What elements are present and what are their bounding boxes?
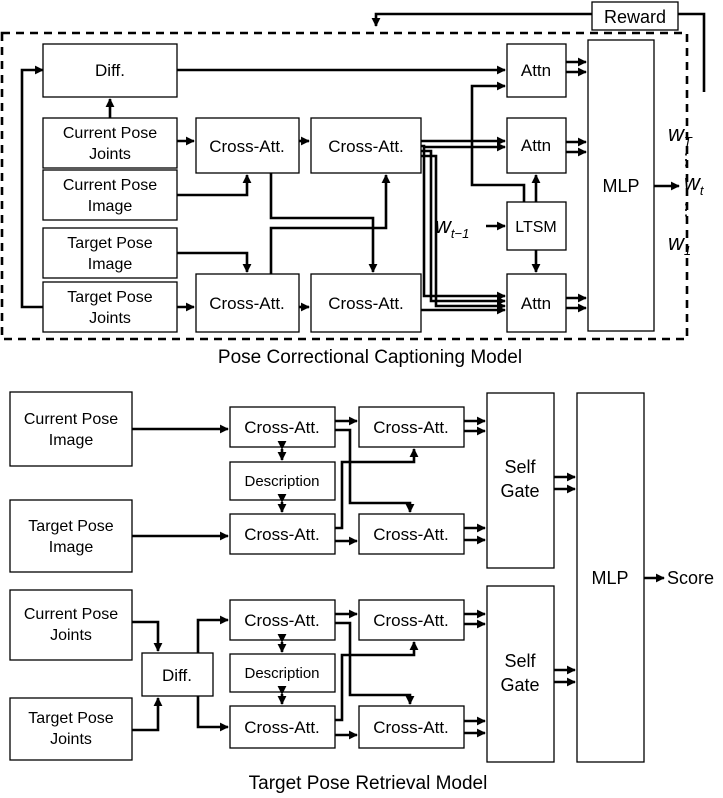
attn-box-1-label: Attn [521,61,551,80]
top-cross-att-1: Cross-Att. [195,117,300,174]
top-cross-att-3: Cross-Att. [195,273,300,333]
top-cross-att-4-label: Cross-Att. [328,294,404,313]
self-gate-1-line2: Gate [500,481,539,501]
target-pose-joints-line1: Target Pose [67,289,152,306]
retrieval-connectors [132,416,665,740]
current-pose-image-line2: Image [88,198,133,215]
target-pose-joints-box: Target Pose Joints [42,281,178,333]
ret-cross-att-2-label: Cross-Att. [373,418,449,437]
current-pose-joints-line1: Current Pose [63,125,157,142]
captioning-model-frame [0,31,689,341]
ret-current-pose-joints-box: Current Pose Joints [9,589,133,661]
current-pose-image-box: Current Pose Image [42,169,178,221]
ret-cross-att-7-label: Cross-Att. [244,718,320,737]
top-cross-att-2-label: Cross-Att. [328,137,404,156]
ret-diff-label: Diff. [162,666,192,685]
ret-cross-att-6-label: Cross-Att. [373,611,449,630]
reward-feed-line [678,12,706,92]
ret-cross-att-3-label: Cross-Att. [244,525,320,544]
self-gate-box-1: Self Gate [486,392,555,569]
ret-cross-att-8-label: Cross-Att. [373,718,449,737]
description-box-1-label: Description [244,473,319,490]
retrieval-model-caption: Target Pose Retrieval Model [249,773,488,794]
attn-box-3-label: Attn [521,294,551,313]
captioning-model-caption: Pose Correctional Captioning Model [218,347,522,368]
self-gate-2-line2: Gate [500,675,539,695]
lstm-box: LTSM [506,201,567,251]
captioning-connectors [20,57,680,315]
word-t-label: wt [684,170,705,198]
top-diff-label: Diff. [95,61,125,80]
ret-cross-att-1-label: Cross-Att. [244,418,320,437]
ret-current-pose-image-box: Current Pose Image [9,391,133,467]
attn-box-3: Attn [506,273,567,333]
ret-mlp-box: MLP [576,392,645,763]
reward-box: Reward [591,1,679,31]
ret-current-pose-image-line2: Image [49,432,94,449]
lstm-label: LTSM [515,219,556,236]
ret-target-pose-image-line2: Image [49,539,94,556]
ret-target-pose-joints-line2: Joints [50,731,92,748]
ret-cross-att-1: Cross-Att. [229,406,336,448]
ret-current-pose-image-line1: Current Pose [24,411,118,428]
top-mlp-box: MLP [587,39,655,332]
ret-cross-att-8: Cross-Att. [358,705,465,749]
top-cross-att-1-label: Cross-Att. [209,137,285,156]
current-pose-joints-box: Current Pose Joints [42,117,178,169]
ret-cross-att-4-label: Cross-Att. [373,525,449,544]
self-gate-box-2: Self Gate [486,585,555,763]
target-pose-image-box: Target Pose Image [42,227,178,279]
target-pose-image-line2: Image [88,256,133,273]
ret-diff-box: Diff. [141,652,214,697]
ret-cross-att-2: Cross-Att. [358,406,465,448]
ret-cross-att-7: Cross-Att. [229,705,336,749]
ret-target-pose-joints-box: Target Pose Joints [9,697,133,761]
score-label: Score [667,568,714,588]
ret-cross-att-4: Cross-Att. [358,513,465,555]
ret-mlp-label: MLP [591,568,628,588]
ellipsis-upper: ⋮ [678,152,694,169]
ret-target-pose-joints-line1: Target Pose [28,710,113,727]
word-T-label: wT [668,121,693,149]
ret-target-pose-image-box: Target Pose Image [9,499,133,573]
self-gate-1-line1: Self [504,457,536,477]
top-cross-att-3-label: Cross-Att. [209,294,285,313]
top-cross-att-4: Cross-Att. [310,273,422,333]
ret-cross-att-5: Cross-Att. [229,599,336,641]
attn-box-1: Attn [506,43,567,98]
description-box-2-label: Description [244,665,319,682]
attn-box-2: Attn [506,117,567,174]
ret-current-pose-joints-line2: Joints [50,627,92,644]
prev-word-label: wt−1 [435,213,469,241]
description-box-1: Description [229,461,336,501]
current-pose-joints-line2: Joints [89,146,131,163]
ret-cross-att-6: Cross-Att. [358,599,465,641]
reward-return-arrow [371,12,592,27]
attn-box-2-label: Attn [521,136,551,155]
target-pose-image-line1: Target Pose [67,235,152,252]
ret-cross-att-3: Cross-Att. [229,513,336,555]
word-1-label: w1 [668,230,691,258]
self-gate-2-line1: Self [504,651,536,671]
ret-target-pose-image-line1: Target Pose [28,518,113,535]
ret-current-pose-joints-line1: Current Pose [24,606,118,623]
description-box-2: Description [229,653,336,693]
ellipsis-lower: ⋮ [678,202,694,219]
top-mlp-label: MLP [602,176,639,196]
ret-cross-att-5-label: Cross-Att. [244,611,320,630]
current-pose-image-line1: Current Pose [63,177,157,194]
top-diff-box: Diff. [42,43,178,98]
target-pose-joints-line2: Joints [89,310,131,327]
top-cross-att-2: Cross-Att. [310,117,422,174]
reward-label: Reward [604,7,666,27]
